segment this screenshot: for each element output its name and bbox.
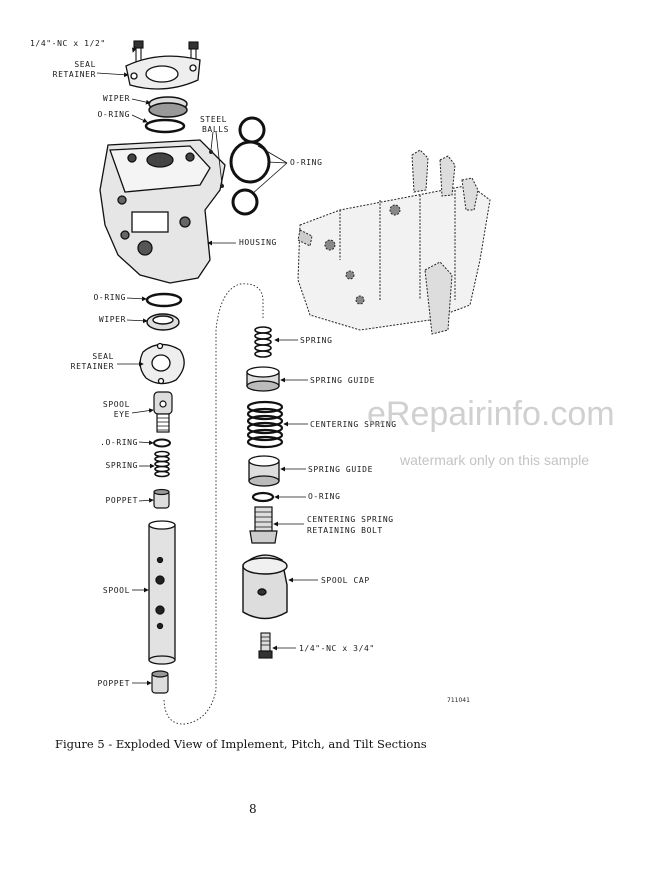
label-bolt-top: 1/4"-NC x 1/2" xyxy=(30,39,106,48)
label-centering-bolt-2: RETAINING BOLT xyxy=(307,526,383,535)
label-spring-guide-2: SPRING GUIDE xyxy=(308,465,373,474)
label-oring-top: O-RING xyxy=(97,110,130,119)
label-spool-cap: SPOOL CAP xyxy=(321,576,370,585)
housing xyxy=(99,139,226,284)
label-bolt-bottom: 1/4"-NC x 3/4" xyxy=(299,644,375,653)
bolt-bottom xyxy=(258,632,273,659)
page-number: 8 xyxy=(249,802,257,816)
label-seal-retainer-top-2: RETAINER xyxy=(52,70,96,79)
label-steel-balls-2: BALLS xyxy=(202,125,230,134)
spool-part xyxy=(148,520,176,665)
label-spring-left: SPRING xyxy=(105,461,138,470)
label-spool-eye-1: SPOOL xyxy=(102,400,130,409)
label-housing: HOUSING xyxy=(239,238,277,247)
spring-guide-top xyxy=(246,366,280,392)
spool-cap xyxy=(242,554,288,620)
label-oring-right: O-RING xyxy=(290,158,323,167)
figure-id: 711041 xyxy=(447,697,470,704)
spring-guide-bottom xyxy=(248,455,280,487)
label-spring-right: SPRING xyxy=(300,336,333,345)
oring-spool xyxy=(153,438,171,448)
label-oring-spool: .O-RING xyxy=(100,438,138,447)
label-centering-bolt-1: CENTERING SPRING xyxy=(307,515,394,524)
label-seal-retainer-mid-2: RETAINER xyxy=(70,362,114,371)
wiper-top xyxy=(148,96,188,118)
steel-balls xyxy=(209,150,224,188)
label-oring-right-low: O-RING xyxy=(308,492,341,501)
label-wiper-top: WIPER xyxy=(102,94,130,103)
label-spool-eye-2: EYE xyxy=(113,410,130,419)
watermark-note: watermark only on this sample xyxy=(400,452,590,468)
label-oring-mid: O-RING xyxy=(93,293,126,302)
label-seal-retainer-mid-1: SEAL xyxy=(92,352,114,361)
valve-assembly-illustration xyxy=(297,149,491,335)
spool-eye xyxy=(153,391,173,433)
poppet-top xyxy=(153,488,170,509)
centering-retaining-bolt xyxy=(249,506,278,544)
assembly-dotted-line xyxy=(163,283,264,725)
watermark-site: eRepairinfo.com xyxy=(367,395,615,433)
poppet-bottom xyxy=(151,670,169,694)
bolt-top xyxy=(133,40,199,63)
oring-mid xyxy=(145,292,183,308)
label-centering-spring: CENTERING SPRING xyxy=(310,420,397,429)
wiper-mid xyxy=(146,313,180,331)
centering-spring xyxy=(246,400,284,449)
spring-left xyxy=(154,450,170,478)
label-steel-balls-1: STEEL xyxy=(200,115,228,124)
label-spool: SPOOL xyxy=(102,586,130,595)
oring-top xyxy=(144,118,186,134)
seal-retainer-top xyxy=(125,55,201,90)
seal-retainer-mid xyxy=(139,342,185,385)
orings-right xyxy=(229,116,271,216)
spring-right xyxy=(254,326,272,358)
label-wiper-mid: WIPER xyxy=(98,315,126,324)
label-spring-guide-1: SPRING GUIDE xyxy=(310,376,375,385)
label-poppet-top: POPPET xyxy=(105,496,138,505)
label-seal-retainer-top-1: SEAL xyxy=(74,60,96,69)
oring-right-low xyxy=(251,491,275,503)
figure-caption: Figure 5 - Exploded View of Implement, P… xyxy=(55,737,427,751)
label-poppet-bottom: POPPET xyxy=(97,679,130,688)
